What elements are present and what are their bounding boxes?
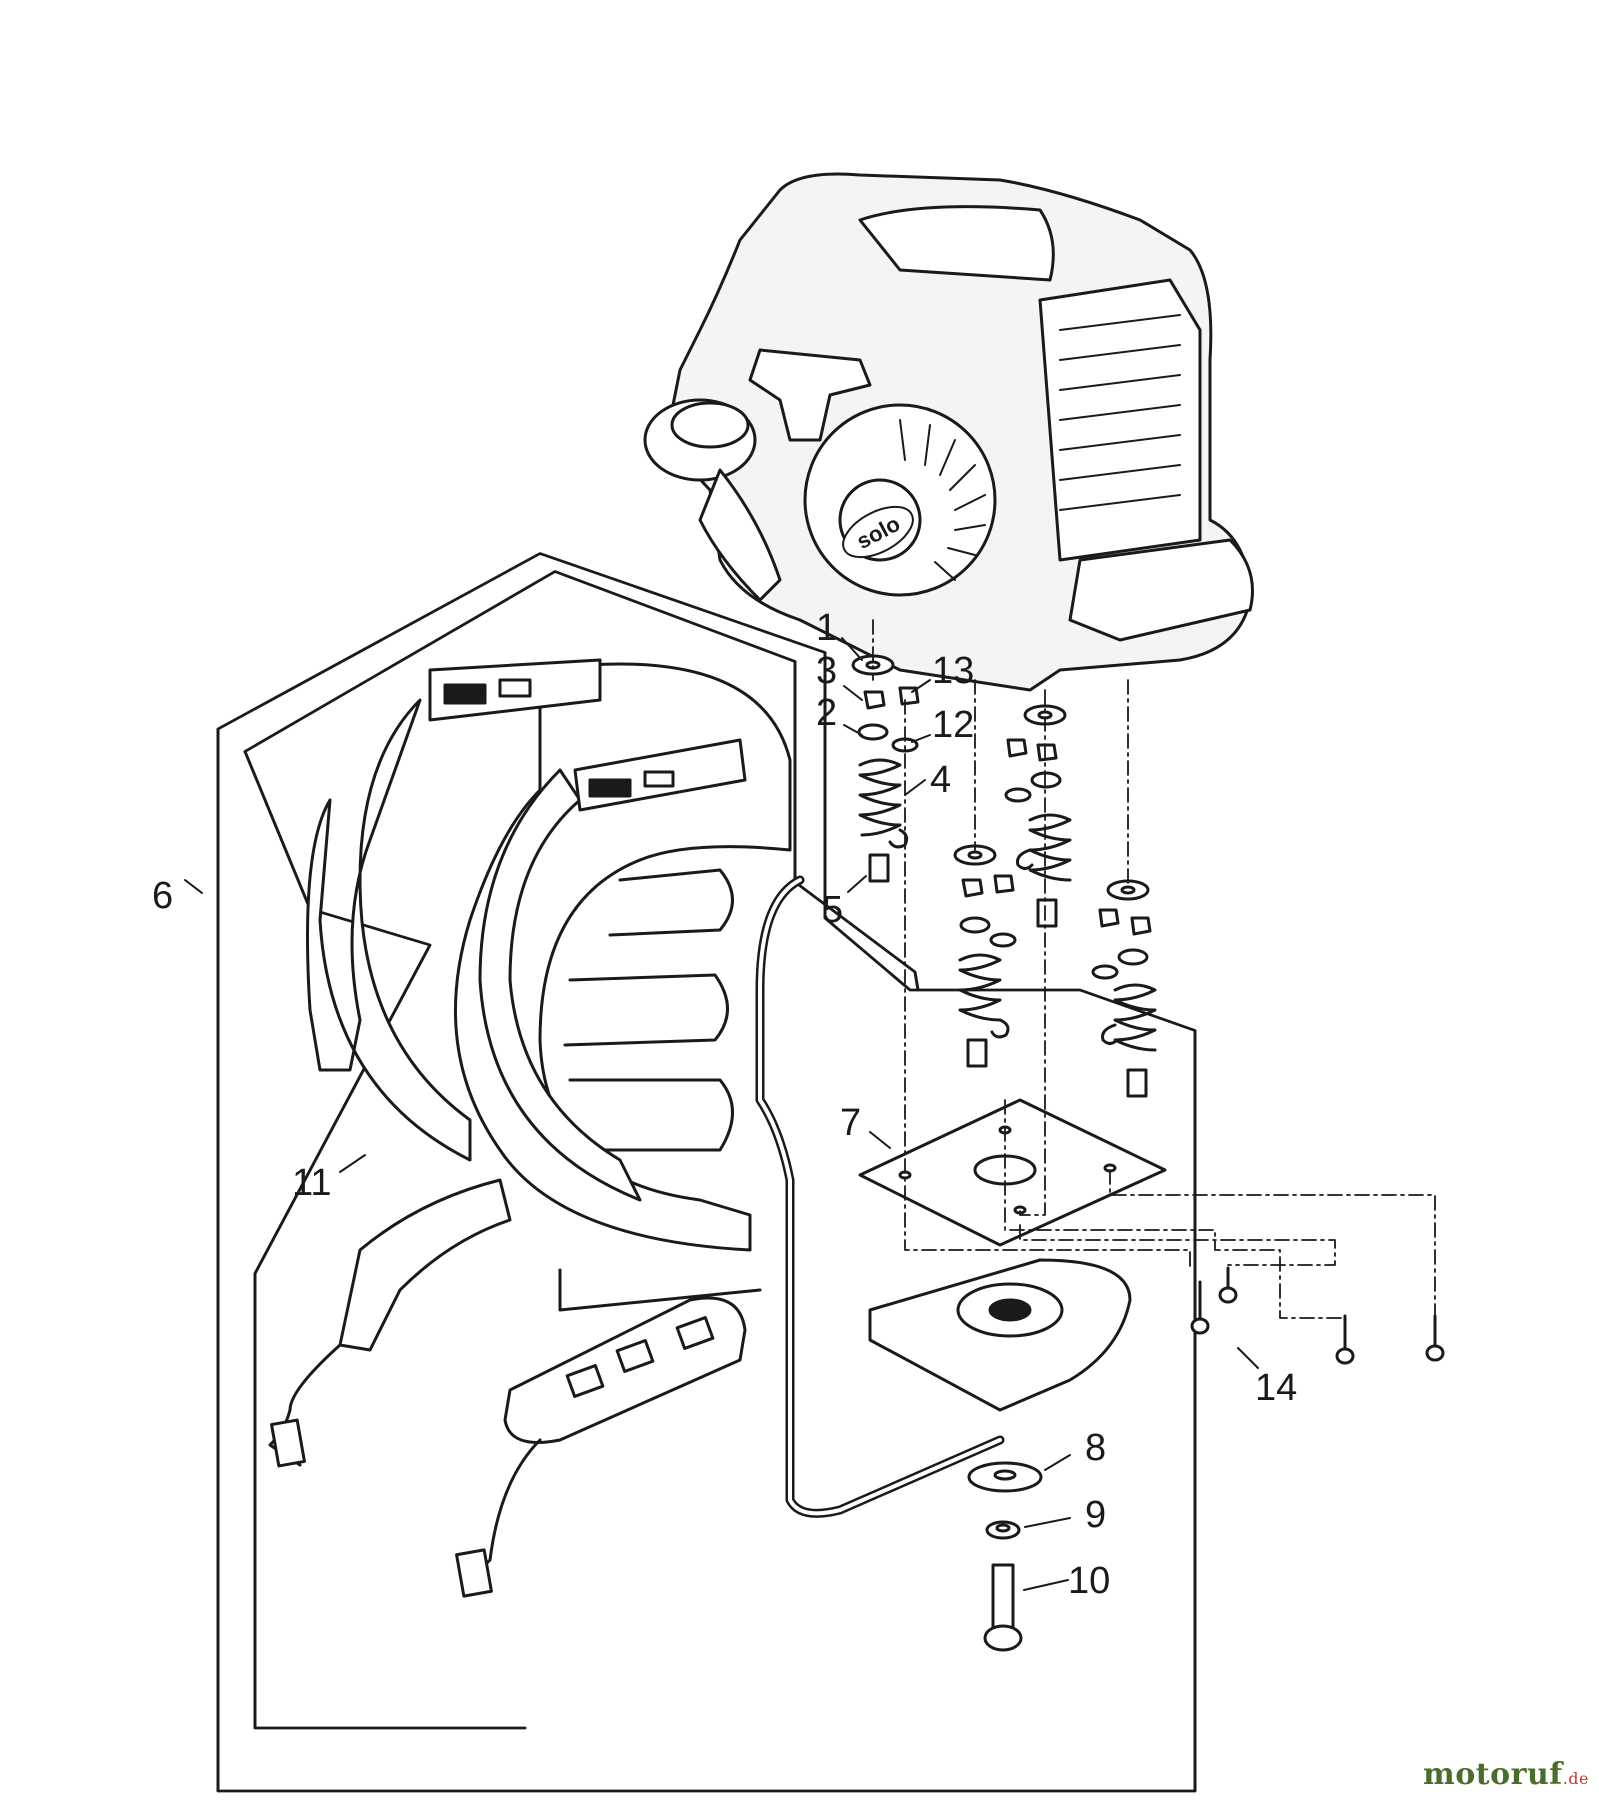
strap-slot <box>588 778 632 798</box>
leader-6 <box>184 879 203 894</box>
strap-slot <box>498 678 532 698</box>
back-pad-segment <box>608 868 734 937</box>
back-pad-segment <box>568 1078 734 1152</box>
leader-lines <box>184 637 1259 1591</box>
leader-12 <box>911 734 931 743</box>
leader-14 <box>1237 1347 1259 1369</box>
bolt-10-head <box>983 1624 1023 1652</box>
harness-outline-lower <box>243 750 527 1730</box>
leader-4 <box>904 779 926 796</box>
strap-end-cap <box>455 1548 493 1598</box>
callout-11: 11 <box>292 1162 331 1204</box>
callout-8: 8 <box>1085 1427 1106 1469</box>
waist-strap-left <box>338 1178 512 1352</box>
fuel-tank <box>698 468 782 602</box>
screw-14 <box>1425 1314 1445 1362</box>
strap-slot <box>643 770 675 788</box>
watermark-main: motoruf <box>1423 1757 1563 1792</box>
engine-base <box>1068 538 1254 642</box>
leader-8 <box>1044 1454 1071 1471</box>
base-mount-hub <box>988 1298 1032 1322</box>
callout-7: 7 <box>840 1102 861 1144</box>
left-strap-buckle <box>428 658 602 722</box>
starter-handle <box>748 348 872 442</box>
engine-cooling-fins <box>1038 278 1202 562</box>
callout-14: 14 <box>1255 1367 1297 1409</box>
leader-10 <box>1023 1579 1069 1591</box>
washer-9-hole <box>995 1523 1011 1533</box>
frame-tube-inner <box>758 878 1002 1516</box>
leader-5 <box>847 875 867 893</box>
vibration-mount-set-4 <box>1091 879 1157 1098</box>
leader-2 <box>843 724 863 736</box>
strap-end-cap <box>270 1418 306 1468</box>
waist-strap-right-tail <box>468 1438 542 1582</box>
callout-10: 10 <box>1068 1560 1110 1602</box>
watermark-tld: .de <box>1562 1769 1589 1788</box>
callout-6: 6 <box>152 875 173 917</box>
screw-14 <box>1218 1266 1238 1304</box>
gasket-plate <box>858 1098 1167 1247</box>
right-shoulder-strap <box>478 768 642 1202</box>
watermark: motoruf.de <box>1423 1757 1589 1792</box>
bolt-10-shank <box>991 1563 1015 1632</box>
strap-slot <box>615 1339 655 1373</box>
strap-slot <box>565 1364 605 1398</box>
leader-7 <box>869 1131 891 1149</box>
lower-frame-bar <box>558 1268 762 1312</box>
frame-assembly-outline <box>216 552 1197 1793</box>
vibration-mount-set-3 <box>1004 704 1072 928</box>
vibration-mount-set-2 <box>953 844 1017 1068</box>
left-shoulder-strap <box>306 698 472 1162</box>
vibration-mount-set-1 <box>851 654 920 883</box>
alignment-lines <box>872 619 1436 1319</box>
back-pad-segment <box>563 973 729 1047</box>
callout-9: 9 <box>1085 1494 1106 1536</box>
callout-1: 1 <box>816 607 837 649</box>
callout-2: 2 <box>816 692 837 734</box>
callout-5: 5 <box>822 889 843 931</box>
leader-13 <box>911 679 931 693</box>
callout-3: 3 <box>816 650 837 692</box>
harness-outline <box>243 570 920 992</box>
screw-14 <box>1335 1314 1355 1365</box>
callout-13: 13 <box>932 650 974 692</box>
starter-fins <box>899 419 986 581</box>
leader-11 <box>339 1154 366 1173</box>
engine-housing-top <box>858 205 1055 282</box>
callout-12: 12 <box>932 704 974 746</box>
screw-14 <box>1190 1280 1210 1335</box>
washer-8-hole <box>993 1469 1017 1481</box>
cooling-slots <box>1059 314 1181 511</box>
leader-1 <box>841 637 863 661</box>
strap-slot <box>443 683 487 705</box>
strap-slot <box>675 1316 715 1350</box>
callout-4: 4 <box>930 759 951 801</box>
fuel-tank-cap-top <box>670 401 750 449</box>
leader-9 <box>1024 1517 1071 1528</box>
leader-3 <box>843 685 863 701</box>
washer-8 <box>967 1461 1043 1493</box>
